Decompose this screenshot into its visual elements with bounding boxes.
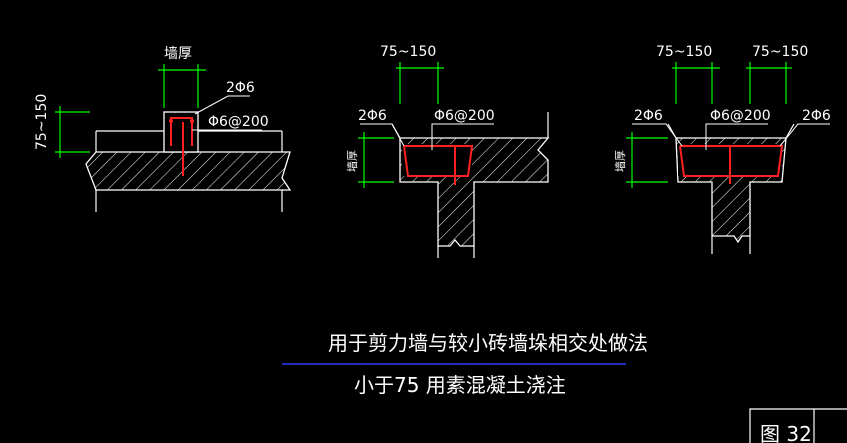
title-main: 用于剪力墙与较小砖墙垛相交处做法 [328,331,648,355]
detail-1-side-dim: 75~150 [34,94,50,150]
title-block: 用于剪力墙与较小砖墙垛相交处做法 小于75 用素混凝土浇注 [282,331,648,397]
detail-2-top-dim: 75~150 [380,44,436,60]
detail-2-stirrup-label: Φ6@200 [434,108,495,124]
detail-3-side-label: 墙厚 [613,150,627,172]
detail-2-rebar-label: 2Φ6 [358,108,387,124]
detail-1-top-label: 墙厚 [164,46,192,62]
detail-3-dimensions [626,62,830,188]
figure-label: 图 32 [760,422,812,443]
figure-label-box: 图 32 [749,408,847,443]
detail-1-wall-on-slab: 墙厚 75~150 2Φ6 Φ6@200 [34,46,292,212]
detail-2-dimensions [358,62,494,188]
detail-3-rebar-left: 2Φ6 [634,108,663,124]
detail-2-concrete [391,112,550,258]
detail-1-slab [85,130,292,212]
detail-1-small-wall [163,111,199,176]
title-sub: 小于75 用素混凝土浇注 [354,373,566,397]
detail-3-top-dim-right: 75~150 [752,44,808,60]
detail-1-rebar-label: 2Φ6 [226,80,255,96]
detail-3-concrete [667,123,795,254]
detail-1-stirrup-label: Φ6@200 [208,114,269,130]
detail-3-rebar-right: 2Φ6 [802,108,831,124]
detail-3-top-dim-left: 75~150 [656,44,712,60]
detail-1-dimensions [55,64,262,158]
detail-2-side-label: 墙厚 [345,150,359,172]
detail-3-cross-junction: 75~150 75~150 2Φ6 Φ6@200 2Φ6 墙厚 [613,44,831,254]
detail-3-stirrup-label: Φ6@200 [710,108,771,124]
detail-2-t-junction: 75~150 2Φ6 Φ6@200 墙厚 [345,44,550,258]
